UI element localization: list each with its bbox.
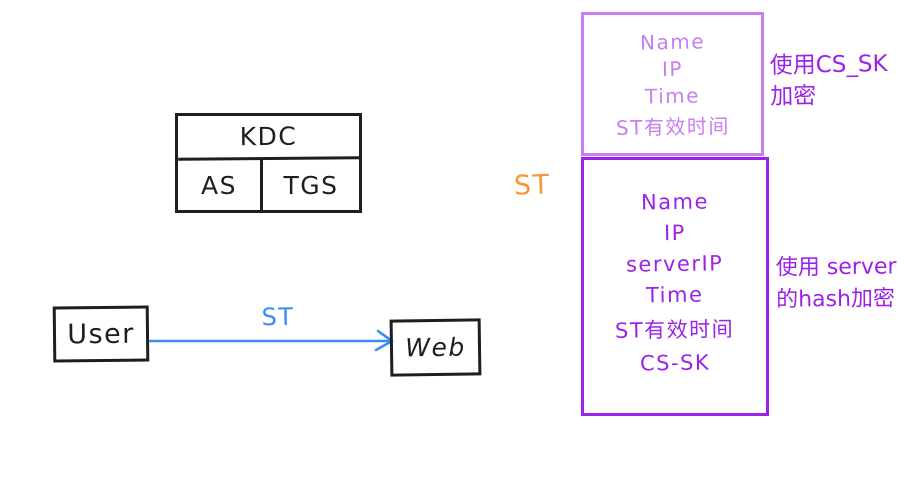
- service-ticket-field: Name: [640, 189, 710, 215]
- outer-ticket-field: IP: [661, 56, 684, 82]
- kdc-cell-as: AS: [178, 160, 263, 210]
- service-ticket-box: Name IP serverIP Time ST有效时间 CS-SK: [581, 157, 769, 416]
- outer-ticket-field: Time: [644, 83, 701, 109]
- web-box: Web: [389, 318, 482, 377]
- kdc-cells: AS TGS: [178, 160, 359, 210]
- service-note-line1: 使用 server: [775, 254, 897, 281]
- user-box: User: [52, 305, 150, 363]
- outer-note-line2: 加密: [770, 83, 817, 111]
- st-arrow-label: ST: [261, 302, 295, 332]
- outer-ticket-field: ST有效时间: [615, 114, 730, 140]
- outer-ticket-box: Name IP Time ST有效时间: [581, 12, 764, 156]
- kdc-box: KDC AS TGS: [175, 113, 362, 213]
- kdc-cell-tgs: TGS: [283, 170, 339, 200]
- arrow-head: [374, 329, 394, 352]
- service-ticket-field: serverIP: [626, 251, 724, 277]
- service-encryption-note: 使用 server 的hash加密: [776, 251, 897, 316]
- st-tag: ST: [513, 169, 552, 202]
- st-arrow: [148, 329, 394, 352]
- service-ticket-field: ST有效时间: [615, 317, 735, 343]
- service-ticket-field: Time: [646, 282, 704, 308]
- outer-note-line1: 使用CS_SK: [769, 50, 888, 80]
- kdc-title: KDC: [177, 115, 360, 161]
- outer-encryption-note: 使用CS_SK 加密: [769, 49, 888, 113]
- outer-ticket-field: Name: [639, 29, 706, 55]
- service-ticket-field: CS-SK: [639, 350, 711, 376]
- service-note-line2: 的hash加密: [776, 286, 896, 313]
- service-ticket-field: IP: [663, 220, 687, 246]
